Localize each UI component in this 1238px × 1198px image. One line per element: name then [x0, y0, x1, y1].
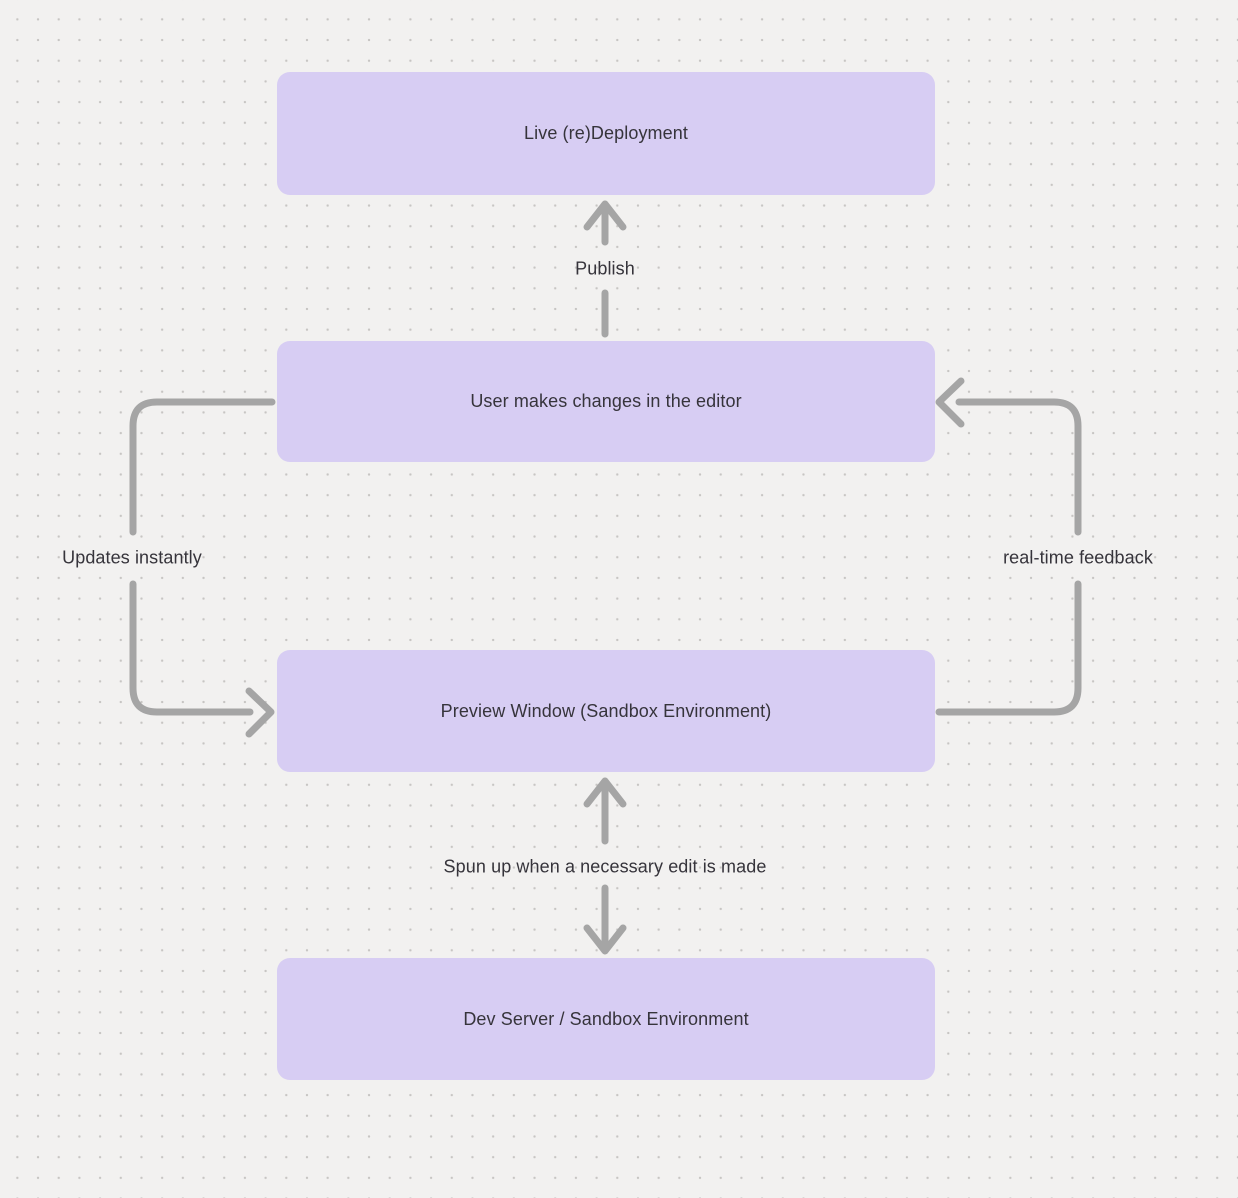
edge-label-updates-instantly: Updates instantly	[62, 547, 202, 568]
node-preview-window: Preview Window (Sandbox Environment)	[277, 650, 935, 772]
node-user-editor-label: User makes changes in the editor	[470, 391, 742, 411]
arrow-realtime-feedback	[935, 377, 1082, 716]
edge-label-spun-up: Spun up when a necessary edit is made	[443, 856, 767, 877]
node-live-redeployment-label: Live (re)Deployment	[524, 123, 688, 143]
node-live-redeployment: Live (re)Deployment	[277, 72, 935, 195]
node-dev-server: Dev Server / Sandbox Environment	[277, 958, 935, 1080]
node-user-editor: User makes changes in the editor	[277, 341, 935, 462]
node-preview-window-label: Preview Window (Sandbox Environment)	[440, 700, 772, 721]
edge-label-realtime-feedback: real-time feedback	[1003, 547, 1153, 568]
node-dev-server-label: Dev Server / Sandbox Environment	[463, 1008, 749, 1029]
edge-label-publish: Publish	[575, 258, 635, 279]
